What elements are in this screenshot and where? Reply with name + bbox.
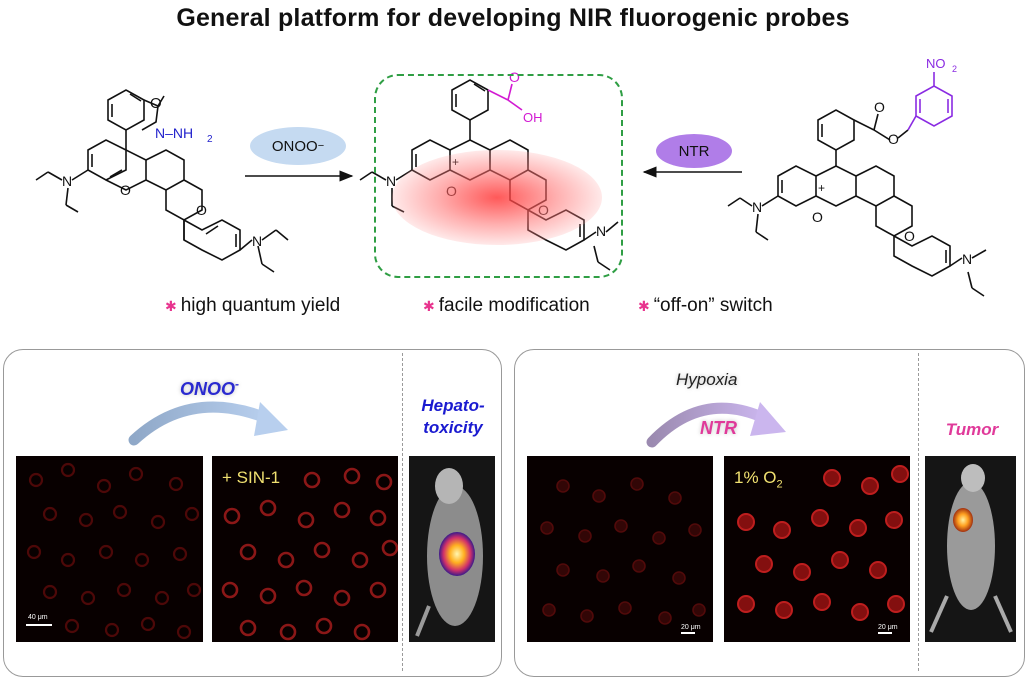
svg-text:O: O — [812, 209, 823, 225]
panel-divider — [402, 353, 403, 671]
scale-bar-label: 40 μm — [28, 614, 48, 621]
svg-text:O: O — [196, 202, 207, 218]
scale-bar — [878, 632, 892, 634]
hydrazide-label: N–NH — [155, 125, 193, 141]
nitro-label: NO — [926, 56, 946, 71]
tumor-label: Tumor — [945, 420, 999, 439]
cell-dots — [737, 465, 909, 621]
onoo-stimulus-charge: - — [235, 377, 240, 391]
bullet-icon: ✱ — [165, 297, 177, 314]
svg-text:N: N — [386, 173, 396, 189]
hepatotoxicity-line2: toxicity — [423, 418, 483, 437]
svg-text:O: O — [120, 182, 131, 198]
scale-bar — [26, 624, 52, 626]
micro-image-sin1: + SIN-1 — [212, 456, 398, 642]
bullet-icon: ✱ — [423, 297, 435, 314]
mouse-liver-silhouette — [415, 468, 483, 637]
onoo-reagent-pill: ONOO− — [250, 127, 346, 165]
svg-text:N: N — [752, 199, 762, 215]
panel-divider — [918, 353, 919, 671]
mouse-image-tumor — [925, 456, 1016, 642]
micro-image-normoxia: 20 μm — [527, 456, 713, 642]
hypoxia-label: Hypoxia — [676, 370, 738, 389]
scale-bar-label: 20 μm — [681, 624, 701, 631]
svg-text:N: N — [252, 233, 262, 249]
cooh-group — [487, 83, 523, 111]
fluorescence-glow — [392, 150, 602, 245]
hypoxia-curved-arrow — [646, 402, 786, 448]
svg-text:N: N — [962, 251, 972, 267]
o2-label-main: 1% O — [734, 468, 777, 487]
o2-label-sub: 2 — [776, 478, 783, 491]
onoo-reagent-label: ONOO — [271, 137, 318, 155]
micro-image-hypoxia: 1% O2 20 μm — [724, 456, 910, 642]
feature-item: ✱ high quantum yield — [165, 295, 340, 317]
feature-item: ✱ “off-on” switch — [638, 295, 773, 317]
cell-dots — [221, 467, 398, 641]
nitro-subscript: 2 — [952, 64, 957, 74]
mouse-image-liver — [409, 456, 495, 642]
hepatotoxicity-line1: Hepato- — [421, 396, 485, 415]
feature-label: high quantum yield — [180, 295, 341, 316]
reaction-scheme: O N–NH 2 N N O O O OH N N O + O — [35, 56, 987, 297]
onoo-curved-arrow — [128, 401, 288, 446]
onoo-stimulus-text: ONOO — [180, 379, 236, 399]
micro-image-control-onoo: 40 μm — [16, 456, 203, 642]
carbonyl-o-label: O — [150, 95, 162, 112]
left-probe-structure — [35, 89, 289, 273]
scale-bar — [681, 632, 695, 634]
ntr-enzyme-label: NTR — [700, 418, 737, 438]
feature-label: “off-on” switch — [653, 295, 773, 316]
svg-text:O: O — [904, 228, 915, 244]
nitrobenzyl-group — [907, 72, 953, 131]
hypoxia-o2-label: 1% O2 — [734, 468, 783, 490]
ntr-reagent-label: NTR — [678, 142, 710, 160]
cooh-o-label: O — [509, 69, 520, 85]
svg-text:O: O — [874, 99, 885, 115]
cell-dots — [26, 462, 202, 640]
nh2-subscript: 2 — [207, 134, 213, 145]
sin1-label: + SIN-1 — [222, 468, 281, 487]
ester-o-label: O — [888, 131, 899, 147]
cell-dots — [540, 477, 706, 625]
onoo-charge: − — [317, 140, 325, 152]
svg-text:N: N — [62, 173, 72, 189]
product-highlight-box — [374, 74, 623, 278]
page-title: General platform for developing NIR fluo… — [176, 4, 850, 32]
right-charge: + — [818, 181, 825, 195]
cooh-oh-label: OH — [523, 110, 543, 125]
feature-item: ✱ facile modification — [423, 295, 590, 317]
ntr-reagent-pill: NTR — [656, 134, 732, 168]
mouse-tumor-silhouette — [929, 464, 1013, 633]
scale-bar-label: 20 μm — [878, 624, 898, 631]
hepatotoxicity-label: Hepato- toxicity — [408, 395, 498, 439]
svg-text:N: N — [596, 223, 606, 239]
bullet-icon: ✱ — [638, 297, 650, 314]
right-probe-structure — [727, 109, 987, 297]
onoo-stimulus-label: ONOO- — [180, 377, 239, 400]
feature-label: facile modification — [438, 295, 590, 316]
